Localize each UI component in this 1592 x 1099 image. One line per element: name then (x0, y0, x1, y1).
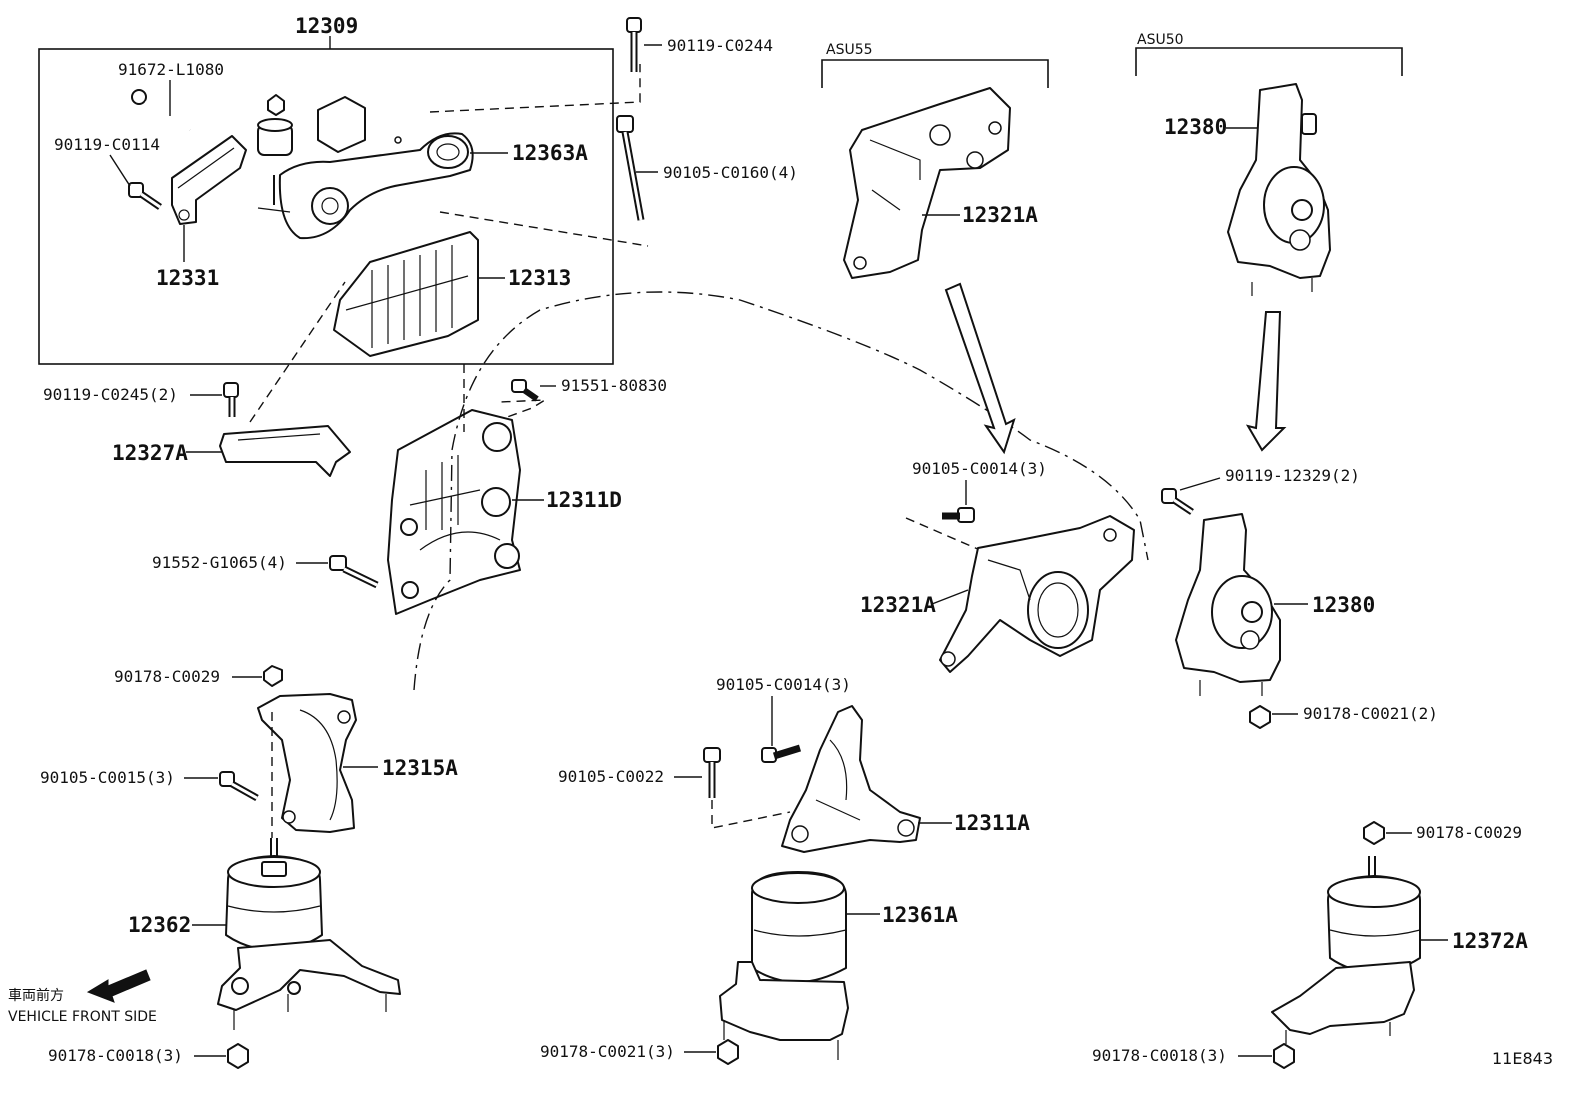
bushing-collar (257, 118, 293, 156)
label-12321A-top: 12321A (962, 203, 1038, 227)
bolt-90119-C0114 (128, 182, 162, 210)
plate-12327A (219, 425, 351, 477)
nut-90178-C0018-right (1273, 1043, 1295, 1069)
nut-90178-C0029-left (263, 665, 283, 687)
label-90105-C0014-right: 90105-C0014(3) (912, 459, 1047, 478)
label-91672-L1080: 91672-L1080 (118, 60, 224, 79)
label-12311A: 12311A (954, 811, 1030, 835)
nut-90178-C0018-left (227, 1043, 249, 1069)
bracket-12321A-top (843, 87, 1011, 279)
bolt-90119-C0244 (626, 17, 642, 72)
vehicle-front-arrow (86, 969, 151, 1003)
bracket-12313 (333, 231, 479, 357)
mount-12380-mid (1175, 513, 1281, 696)
bracket-12331 (171, 135, 247, 225)
engine-mount-12372A (1271, 856, 1421, 1044)
bolt-90119-12329 (1161, 488, 1194, 515)
bolt-90105-C0022 (703, 747, 721, 798)
assembly-12309-group: 12309 91672-L1080 90119-C0114 12331 (38, 14, 649, 365)
mount-plate (317, 96, 366, 153)
label-90119-12329: 90119-12329(2) (1225, 466, 1360, 485)
engine-mount-12362 (217, 838, 401, 1030)
label-12327A: 12327A (112, 441, 188, 465)
nut-90178-C0029-right (1363, 821, 1385, 845)
arrow-asu55-down (944, 282, 1016, 455)
label-90105-C0160: 90105-C0160(4) (663, 163, 798, 182)
bolt-91551-80830 (511, 379, 539, 402)
label-asu50: ASU50 (1137, 32, 1184, 48)
bolt-90105-C0014-right (942, 507, 975, 523)
nut-90178-C0021-right (1249, 705, 1271, 729)
engine-outline (413, 291, 1149, 691)
label-12315A: 12315A (382, 756, 458, 780)
arrow-asu50-down (1245, 311, 1287, 452)
bolt-90105-C0014-mid (761, 744, 802, 763)
label-90105-C0014-mid: 90105-C0014(3) (716, 675, 851, 694)
label-90119-C0244: 90119-C0244 (667, 36, 773, 55)
label-90178-C0021-right: 90178-C0021(2) (1303, 704, 1438, 723)
label-90178-C0029-right: 90178-C0029 (1416, 823, 1522, 842)
bracket-12311A (781, 705, 921, 853)
orientation-english: VEHICLE FRONT SIDE (8, 1009, 157, 1025)
label-12363A: 12363A (512, 141, 588, 165)
label-12372A: 12372A (1452, 929, 1528, 953)
diagram-id: 11E843 (1492, 1049, 1553, 1068)
bolt-90119-C0245 (223, 382, 239, 417)
label-12361A: 12361A (882, 903, 958, 927)
label-12380-top: 12380 (1164, 115, 1227, 139)
label-91551-80830: 91551-80830 (561, 376, 667, 395)
mount-12380-top (1227, 83, 1331, 296)
nut-small (267, 94, 285, 116)
label-90178-C0029-left: 90178-C0029 (114, 667, 220, 686)
engine-mount-12361A (719, 871, 849, 1060)
label-91552-G1065: 91552-G1065(4) (152, 553, 287, 572)
bolt-91672-L1080 (131, 89, 191, 132)
label-12362: 12362 (128, 913, 191, 937)
bolt-90105-C0160 (616, 115, 645, 221)
label-12313: 12313 (508, 266, 571, 290)
bracket-12321A-mid (939, 515, 1135, 673)
bolt-91552-G1065 (329, 555, 379, 589)
bolt-90105-C0015 (219, 771, 259, 802)
label-12380-mid: 12380 (1312, 593, 1375, 617)
torque-rod-12363A (257, 132, 474, 240)
label-12311D: 12311D (546, 488, 622, 512)
label-90178-C0021-mid: 90178-C0021(3) (540, 1042, 675, 1061)
label-90119-C0114: 90119-C0114 (54, 135, 160, 154)
label-90178-C0018-left: 90178-C0018(3) (48, 1046, 183, 1065)
assembly-frame (38, 48, 614, 365)
label-90119-C0245: 90119-C0245(2) (43, 385, 178, 404)
label-12321A-mid: 12321A (860, 593, 936, 617)
label-90105-C0015: 90105-C0015(3) (40, 768, 175, 787)
bracket-12315A (257, 693, 357, 833)
variant-asu50-bracket: ASU50 (1135, 32, 1403, 76)
label-12331: 12331 (156, 266, 219, 290)
label-90178-C0018-right: 90178-C0018(3) (1092, 1046, 1227, 1065)
label-12309: 12309 (295, 14, 358, 38)
label-90105-C0022: 90105-C0022 (558, 767, 664, 786)
orientation-japanese: 車両前方 (8, 987, 64, 1004)
bracket-12311D (387, 409, 521, 615)
label-asu55: ASU55 (826, 42, 873, 58)
nut-90178-C0021-mid (717, 1039, 739, 1065)
variant-asu55-bracket: ASU55 (821, 42, 1049, 88)
